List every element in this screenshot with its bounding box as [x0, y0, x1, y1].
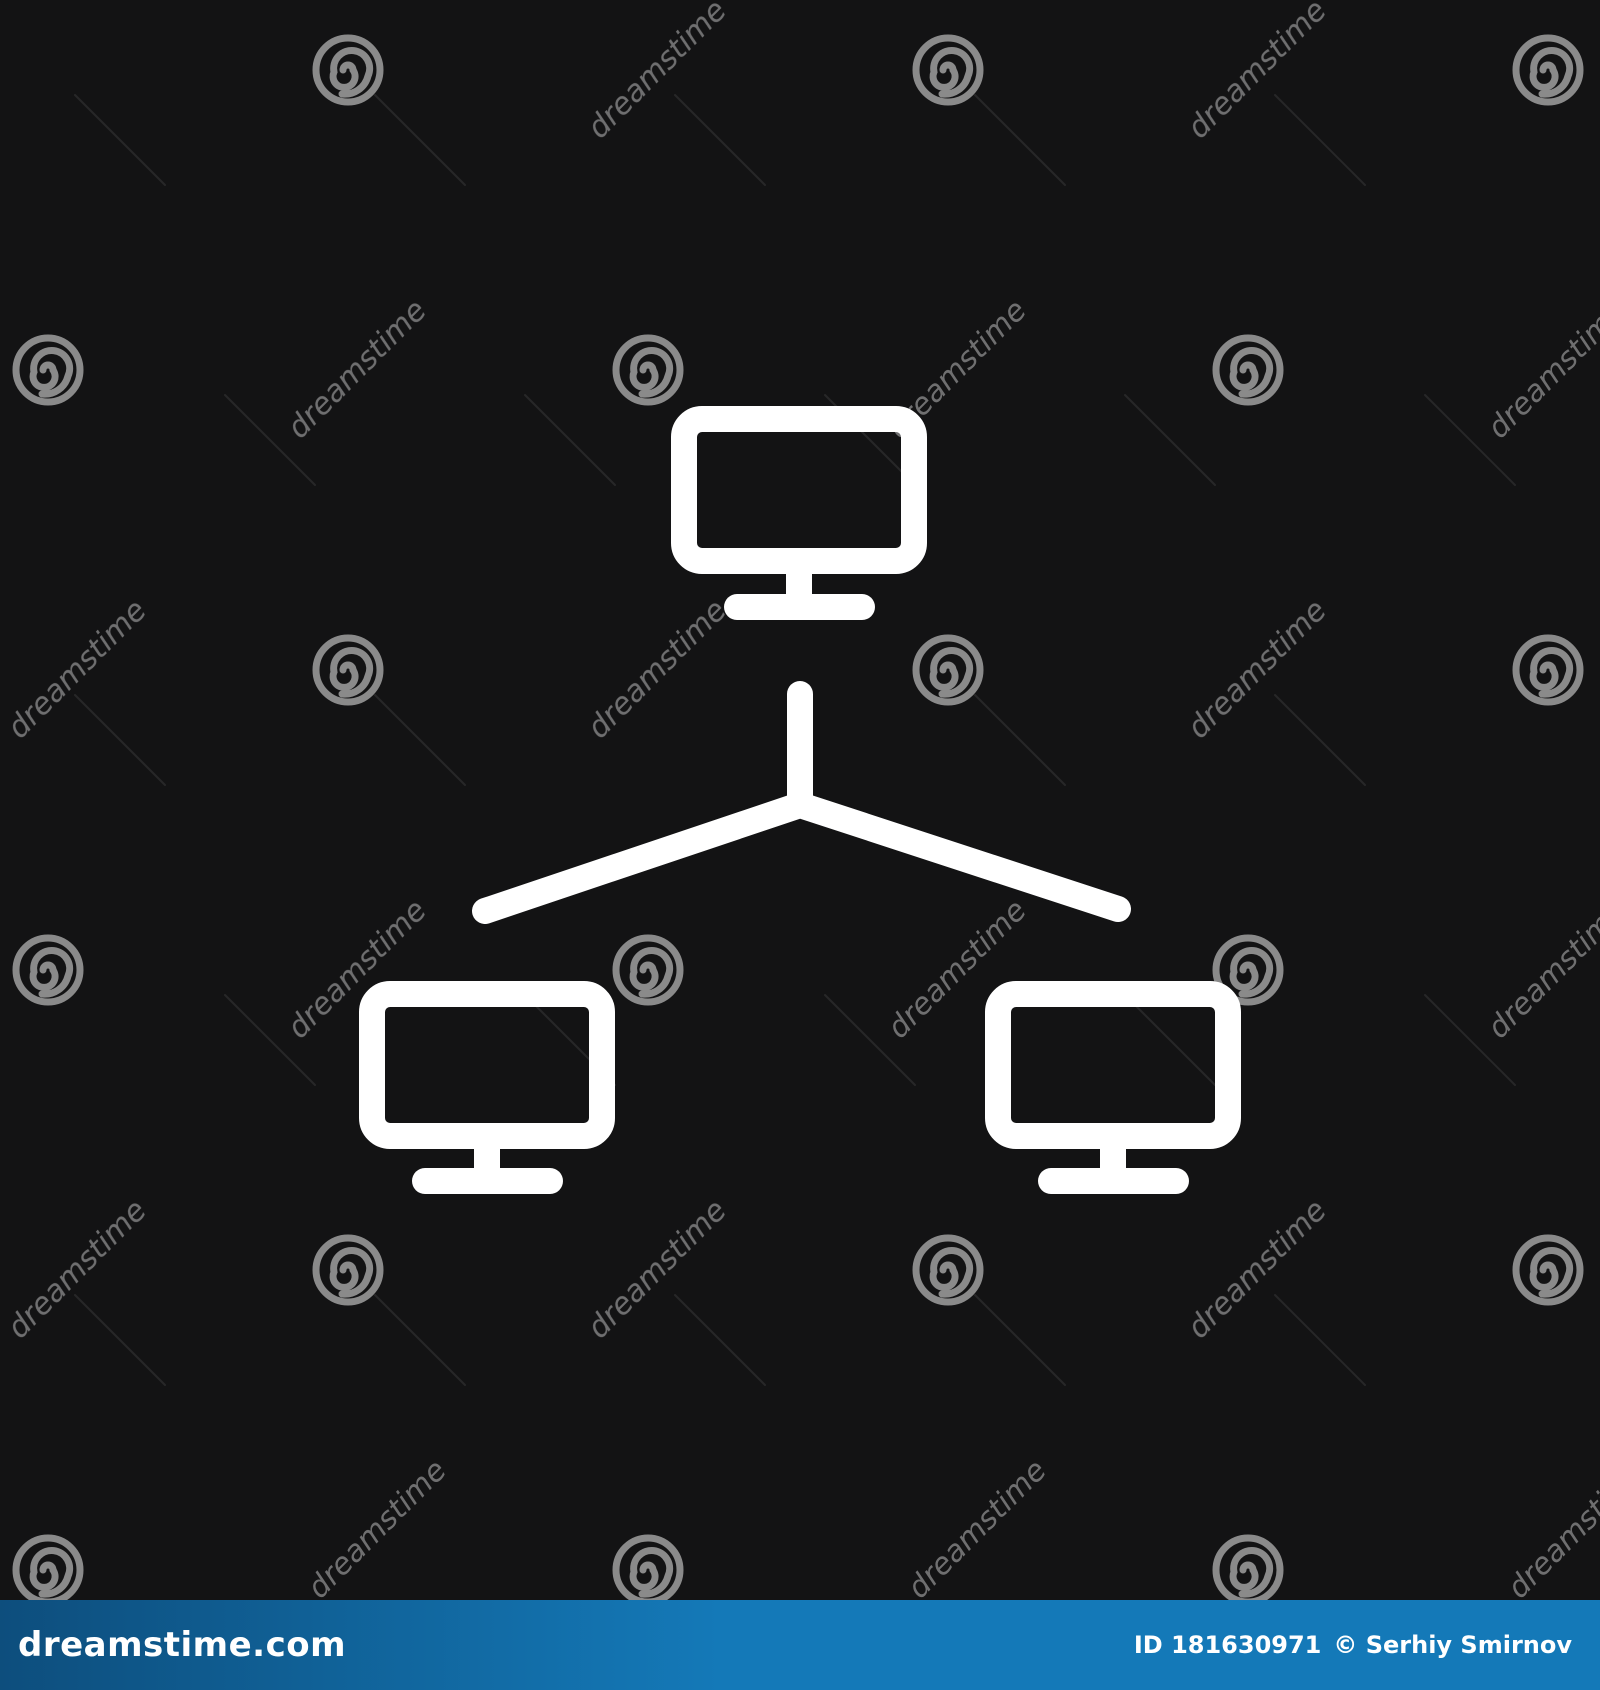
- dreamstime-spiral-logo-icon: [316, 1238, 380, 1302]
- watermark-text: dreamstime: [1181, 593, 1334, 746]
- watermark-text: dreamstime: [581, 1193, 734, 1346]
- author-credit: © Serhiy Smirnov: [1333, 1631, 1572, 1659]
- dreamstime-spiral-logo-icon: [16, 1538, 80, 1600]
- dreamstime-spiral-logo-icon: [16, 938, 80, 1002]
- dreamstime-spiral-logo-icon: [1516, 38, 1580, 102]
- dreamstime-spiral-logo-icon: [616, 338, 680, 402]
- watermark-text: dreamstime: [301, 1453, 454, 1600]
- dreamstime-spiral-logo-icon: [1516, 1238, 1580, 1302]
- dreamstime-spiral-logo-icon: [1216, 1538, 1280, 1600]
- dreamstime-spiral-logo-icon: [16, 338, 80, 402]
- dreamstime-spiral-logo-icon: [1516, 638, 1580, 702]
- image-id: ID 181630971: [1133, 1631, 1322, 1659]
- watermark-text: dreamstime: [581, 0, 734, 146]
- site-name[interactable]: dreamstime.com: [18, 1625, 347, 1665]
- footer-bar: dreamstime.com ID 181630971 © Serhiy Smi…: [0, 1600, 1600, 1690]
- dreamstime-spiral-logo-icon: [616, 938, 680, 1002]
- computer-monitor-icon: [985, 981, 1241, 1194]
- watermark-text: dreamstime: [281, 893, 434, 1046]
- watermark-text: dreamstime: [1481, 293, 1600, 446]
- watermark-text: dreamstime: [901, 1453, 1054, 1600]
- computer-monitor-icon: [671, 406, 927, 620]
- dreamstime-spiral-logo-icon: [916, 1238, 980, 1302]
- dreamstime-spiral-logo-icon: [916, 638, 980, 702]
- watermark-text: dreamstime: [281, 293, 434, 446]
- dreamstime-spiral-logo-icon: [316, 38, 380, 102]
- image-credit: ID 181630971 © Serhiy Smirnov: [1134, 1618, 1572, 1672]
- dreamstime-spiral-logo-icon: [916, 38, 980, 102]
- computer-monitor-icon: [359, 981, 615, 1194]
- connector-lines: [472, 681, 1131, 924]
- dreamstime-spiral-logo-icon: [616, 1538, 680, 1600]
- watermark-text: dreamstime: [1501, 1453, 1600, 1600]
- watermark-text: dreamstime: [1181, 1193, 1334, 1346]
- network-hierarchy-icon: [359, 406, 1241, 1194]
- watermark-text: dreamstime: [1481, 893, 1600, 1046]
- watermark-text: dreamstime: [581, 593, 734, 746]
- watermark-text: dreamstime: [1, 593, 154, 746]
- watermark-text: dreamstime: [1, 1193, 154, 1346]
- watermark-text: dreamstime: [1181, 0, 1334, 146]
- artwork-canvas: dreamstime dreamstime dreamstime dreamst…: [1, 0, 1600, 1600]
- dreamstime-spiral-logo-icon: [316, 638, 380, 702]
- dreamstime-spiral-logo-icon: [1216, 338, 1280, 402]
